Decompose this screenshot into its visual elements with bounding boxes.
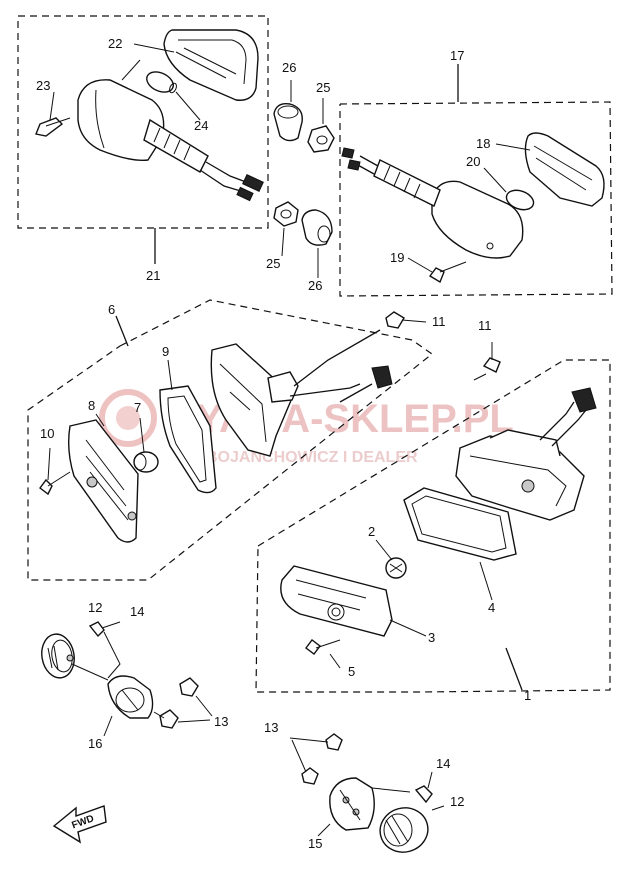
callout-6: 6 [108,302,115,317]
screw-19 [428,267,445,284]
screw-10 [39,478,53,496]
callout-1: 1 [524,688,531,703]
callout-13-right: 13 [264,720,278,735]
grommet-26-lower [301,209,333,246]
stem-17 [373,159,441,207]
connector-1 [571,387,597,413]
nut-13-b [159,709,179,729]
gasket-9 [159,385,217,494]
assembly-17: 17 18 20 19 [339,48,613,297]
callout-8: 8 [88,398,95,413]
callout-12-right: 12 [450,794,464,809]
callout-13-left: 13 [214,714,228,729]
screw-11-upper [385,311,405,329]
assembly-21: 22 23 24 21 [17,15,269,283]
housing-17 [431,180,524,259]
callout-25-lower: 25 [266,256,280,271]
leader-6 [115,315,129,347]
reflector-15-group: 13 14 12 15 [264,720,464,853]
lens-22 [163,29,259,101]
assembly-6-boundary [27,299,434,581]
callout-9: 9 [162,344,169,359]
nut-13-c [325,733,343,751]
reflector-16-group: 12 14 13 16 [41,600,228,751]
assembly-1-boundary [255,359,611,693]
callout-12-left: 12 [88,600,102,615]
callout-21: 21 [146,268,160,283]
nut-13-a [179,677,199,697]
connector-17 [341,147,355,159]
callout-3: 3 [428,630,435,645]
reflector-12-right [379,807,429,853]
callout-11-upper: 11 [432,314,446,329]
callout-18: 18 [476,136,490,151]
assembly-17-boundary [339,101,613,297]
watermark-subtext: BOJANCHOWICZ I DEALER [206,449,418,466]
lens-18 [524,132,605,207]
nut-25-lower [273,201,299,227]
assembly-1: 11 2 4 3 5 1 [255,318,611,703]
callout-5: 5 [348,664,355,679]
nut-25-upper [307,125,335,153]
housing-21 [77,79,165,161]
callout-20: 20 [466,154,480,169]
grommet-26-upper [273,103,303,142]
callout-2: 2 [368,524,375,539]
callout-17: 17 [450,48,464,63]
leader-1 [505,647,523,691]
nut-13-d [301,767,319,785]
screw-23 [35,117,64,137]
callout-14-right: 14 [436,756,450,771]
watermark-logo [99,389,157,447]
gasket-4 [403,487,517,561]
callout-15: 15 [308,836,322,851]
callout-24: 24 [194,118,208,133]
screw-11-lower [482,357,501,373]
fwd-arrow: FWD [52,805,107,844]
callout-7: 7 [134,400,141,415]
lens-8 [67,419,139,543]
reflector-12-left [41,633,75,679]
connector-21 [242,174,264,192]
watermark-logo-inner [116,406,140,430]
connector-6 [371,365,393,389]
callout-22: 22 [108,36,122,51]
stem-21 [143,118,209,173]
screw-5 [305,639,321,655]
callout-23: 23 [36,78,50,93]
callout-14-left: 14 [130,604,144,619]
callout-4: 4 [488,600,495,615]
bracket-15 [329,777,375,831]
screw-14-right [414,785,433,804]
bulb-20 [505,189,535,211]
bulb-24 [146,71,174,93]
callout-19: 19 [390,250,404,265]
callout-11-lower: 11 [478,318,492,333]
assembly-6: 6 11 9 8 7 10 [27,299,446,581]
fwd-arrow-shape [52,805,107,844]
callout-26-upper: 26 [282,60,296,75]
callout-25-upper: 25 [316,80,330,95]
assembly-21-boundary [17,15,269,229]
callout-26-lower: 26 [308,278,322,293]
screw-14-left [88,621,105,638]
callout-16: 16 [88,736,102,751]
callout-10: 10 [40,426,54,441]
lens-3 [280,565,393,637]
parts-25-26: 26 25 25 26 [266,60,335,293]
